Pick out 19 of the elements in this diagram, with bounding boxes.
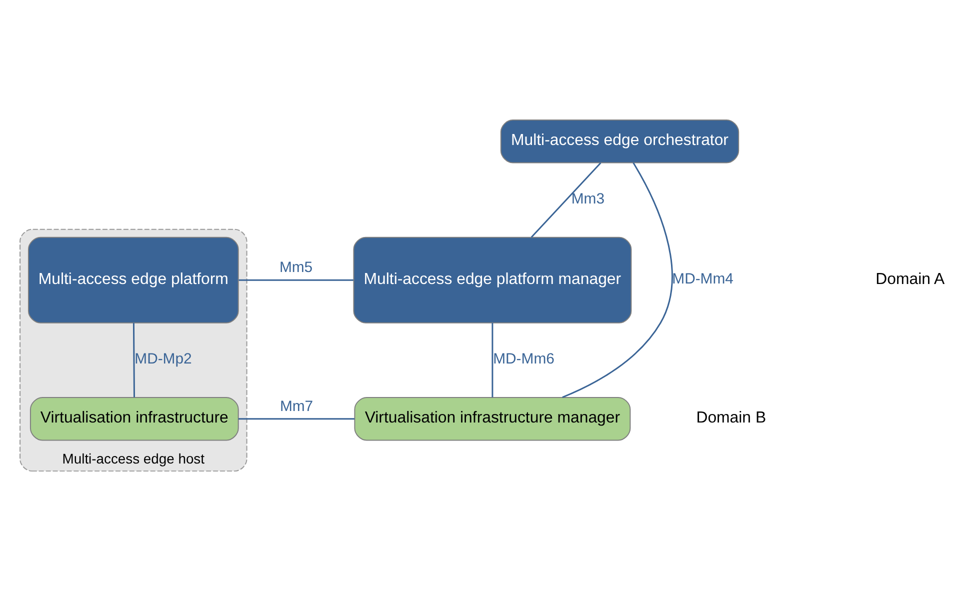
connector [530,162,602,238]
edge-label: MD-Mm6 [493,351,554,368]
node-box: Virtualisation infrastructure manager [354,396,631,440]
connector [238,418,354,420]
edge-label: Mm3 [571,191,604,208]
edge-label: MD-Mm4 [672,271,734,288]
edge-label: Mm5 [279,260,313,276]
connector [562,162,673,398]
node-box: Multi-access edge platform [28,236,239,323]
node-box: Multi-access edge orchestrator [500,118,740,163]
edge-label: Mm7 [280,398,314,414]
label: Domain B [696,409,766,426]
node-box: Virtualisation infrastructure [30,396,239,440]
connector [132,322,135,397]
label: Domain A [876,270,945,288]
edge-label: MD-Mp2 [134,351,192,368]
connector [238,278,354,280]
connector [492,322,494,397]
node-box: Multi-access edge platform manager [353,236,632,323]
